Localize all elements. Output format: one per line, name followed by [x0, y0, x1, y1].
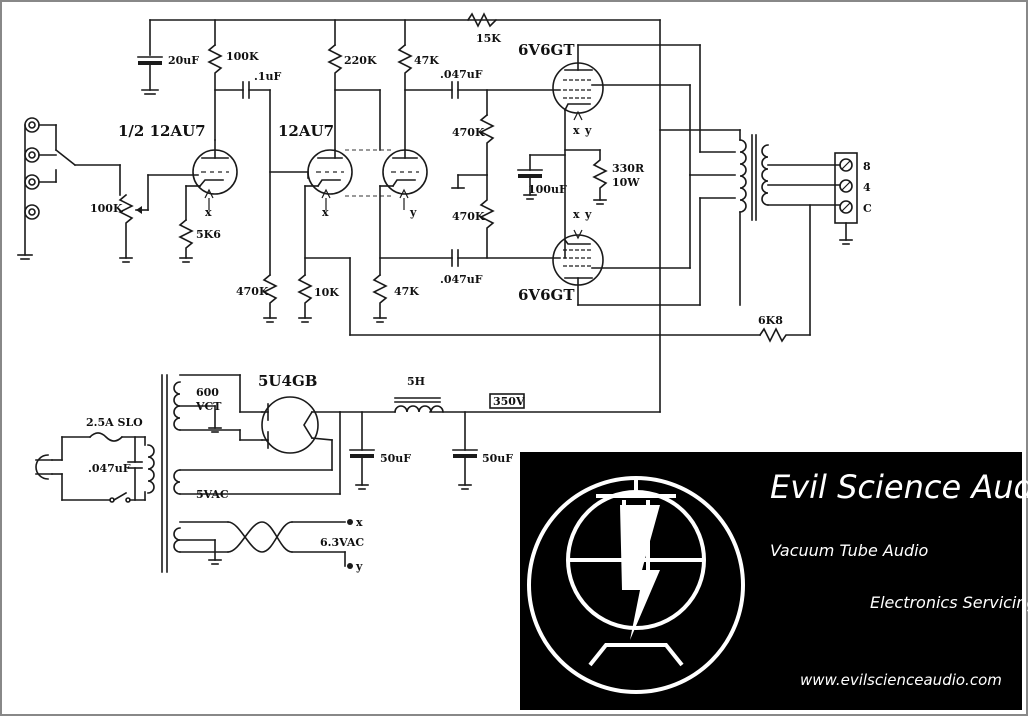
- brand-line-2: Electronics Servicing: [870, 593, 1028, 612]
- label-tube-v1: 1/2 12AU7: [118, 122, 206, 140]
- power-switch: [109, 491, 146, 503]
- capacitor-047uf-top: [451, 81, 561, 99]
- logo-emblem: [527, 476, 745, 694]
- label-47k-plate: 47K: [414, 54, 439, 67]
- label-tube-v2: 12AU7: [278, 122, 334, 140]
- label-47k-cathode: 47K: [394, 285, 419, 298]
- resistor-47k-plate: [397, 43, 413, 151]
- label-100uf: 100uF: [528, 183, 567, 196]
- capacitor-01uf: [214, 81, 271, 276]
- label-6v6-bottom-y: y: [584, 208, 592, 221]
- label-330r: 330R: [612, 162, 645, 175]
- capacitor-20uf: [137, 56, 163, 95]
- label-5k6: 5K6: [196, 228, 221, 241]
- label-tap-c: C: [863, 202, 872, 215]
- resistor-100k-plate: [207, 43, 223, 141]
- label-20uf: 20uF: [168, 54, 199, 67]
- label-6v6-top-y: y: [584, 124, 592, 137]
- logo-panel: Evil Science Audio Vacuum Tube Audio Ele…: [520, 452, 1028, 710]
- input-jacks: [17, 117, 121, 260]
- label-15k: 15K: [476, 32, 501, 45]
- label-tap-4: 4: [863, 181, 871, 194]
- fuse: [88, 432, 124, 442]
- power-transformer: [147, 374, 353, 573]
- label-pot-100k: 100K: [90, 202, 123, 215]
- label-047uf-top: .047uF: [440, 68, 483, 81]
- label-6v6-bottom: 6V6GT: [518, 286, 575, 304]
- label-330r-watt: 10W: [612, 176, 640, 189]
- label-50uf-b: 50uF: [482, 452, 513, 465]
- resistor-330r: [592, 149, 608, 201]
- rectifier-5u4gb: [261, 396, 341, 454]
- speaker-terminal-strip: [834, 152, 858, 245]
- capacitor-047uf-bottom: [379, 249, 561, 267]
- brand-line-1: Vacuum Tube Audio: [770, 541, 929, 560]
- choke-5h: [394, 397, 444, 413]
- label-100k-plate: 100K: [226, 50, 259, 63]
- resistor-470k-mid: [479, 174, 495, 259]
- label-vct: VCT: [195, 400, 222, 413]
- label-470k-top: 470K: [452, 126, 485, 139]
- label-v2-heater-y: y: [409, 206, 417, 219]
- label-10k: 10K: [314, 286, 339, 299]
- resistor-47k-cathode: [372, 273, 388, 319]
- resistor-220k: [327, 43, 343, 151]
- label-047uf-bottom: .047uF: [440, 273, 483, 286]
- capacitor-50uf-b: [452, 411, 478, 490]
- label-fuse: 2.5A SLO: [86, 416, 143, 429]
- capacitor-047uf-mains: [127, 436, 143, 501]
- tube-6v6-bottom: [552, 229, 604, 306]
- label-350v: 350V: [493, 395, 525, 408]
- label-6v6-bottom-x: x: [573, 208, 580, 221]
- potentiometer-100k: [118, 174, 199, 263]
- label-470k-grid: 470K: [236, 285, 269, 298]
- label-5h: 5H: [407, 375, 425, 388]
- brand-title: Evil Science Audio: [770, 468, 1028, 506]
- label-470k-mid: 470K: [452, 210, 485, 223]
- label-6v6-top: 6V6GT: [518, 41, 575, 59]
- resistor-6k8: [758, 327, 811, 343]
- capacitor-100uf: [517, 154, 543, 200]
- brand-url: www.evilscienceaudio.com: [800, 671, 1002, 689]
- label-5u4gb: 5U4GB: [258, 372, 317, 390]
- label-50uf-a: 50uF: [380, 452, 411, 465]
- resistor-10k: [297, 273, 313, 319]
- label-600: 600: [196, 386, 219, 399]
- tube-v2-section-a: [269, 149, 353, 210]
- resistor-470k-grid: [262, 273, 278, 319]
- mains-plug: [35, 436, 111, 501]
- tube-6v6-top: [552, 44, 604, 259]
- b-plus-badge-box: [489, 393, 525, 409]
- label-6v6-top-x: x: [573, 124, 580, 137]
- resistor-470k-top: [479, 113, 495, 176]
- label-5vac: 5VAC: [196, 488, 229, 501]
- label-pt-x: x: [356, 516, 363, 529]
- label-047uf-mains: .047uF: [88, 462, 131, 475]
- label-01uf: .1uF: [254, 70, 281, 83]
- label-6k8: 6K8: [758, 314, 783, 327]
- resistor-5k6: [178, 218, 194, 259]
- label-63vac: 6.3VAC: [320, 536, 364, 549]
- label-220k: 220K: [344, 54, 377, 67]
- label-tap-8: 8: [863, 160, 871, 173]
- label-v1-heater-x: x: [205, 206, 212, 219]
- tube-v1: [185, 139, 238, 221]
- label-v2-heater-x: x: [322, 206, 329, 219]
- resistor-15k: [466, 12, 498, 28]
- output-transformer: [659, 129, 841, 336]
- tube-v2-section-b: [382, 149, 428, 210]
- capacitor-50uf-a: [349, 411, 375, 490]
- label-pt-y: y: [355, 560, 363, 573]
